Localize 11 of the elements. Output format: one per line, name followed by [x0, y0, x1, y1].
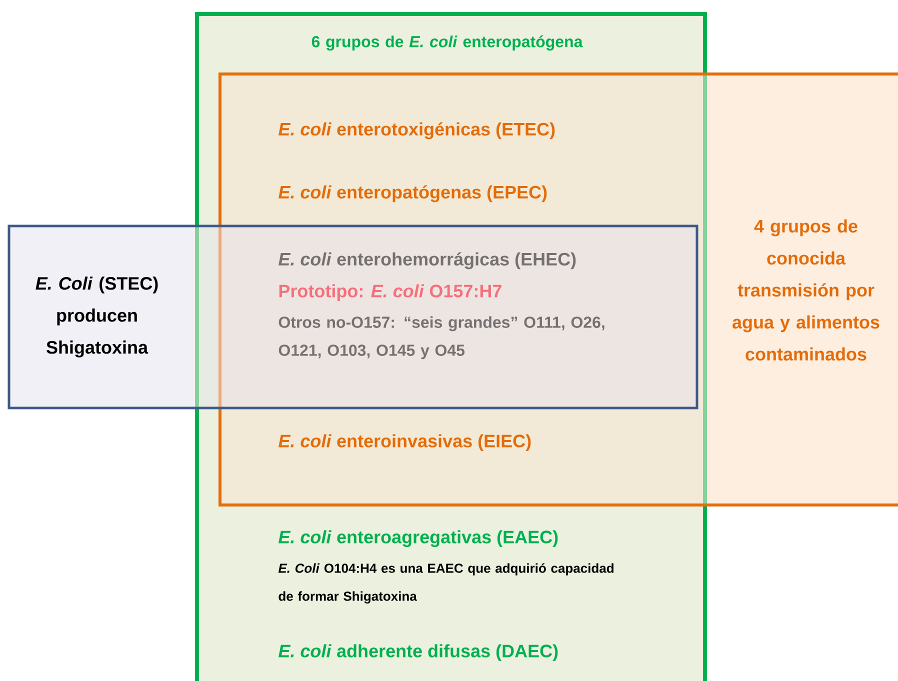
label-text: E. coli enteroagregativas (EAEC) [278, 530, 558, 548]
label-text: E. Coli O104:H4 es una EAEC que adquirió capacidad de formar Shigatoxina [278, 563, 614, 604]
node-label: E. Coli (STEC) producen Shigatoxina [36, 276, 158, 358]
label-text: E. coli enteropatógenas (EPEC) [278, 185, 547, 202]
label-text: E. coli adherente difusas (DAEC) [278, 644, 558, 661]
node-label: 4 grupos de conocida transmisión por agua y alimentos contaminados [732, 219, 880, 361]
label-text: E. coli enteroinvasivas (EIEC) [278, 434, 531, 451]
label-text: E. coli enterotoxigénicas (ETEC) [278, 122, 555, 140]
label-text: Otros no-O157: “seis grandes” O111, O26, O121, O103, O145 y O45 [278, 316, 604, 360]
label-text: E. coli enterohemorrágicas (EHEC) [278, 252, 576, 270]
label-text: Prototipo: E. coli O157:H7 [279, 284, 502, 301]
